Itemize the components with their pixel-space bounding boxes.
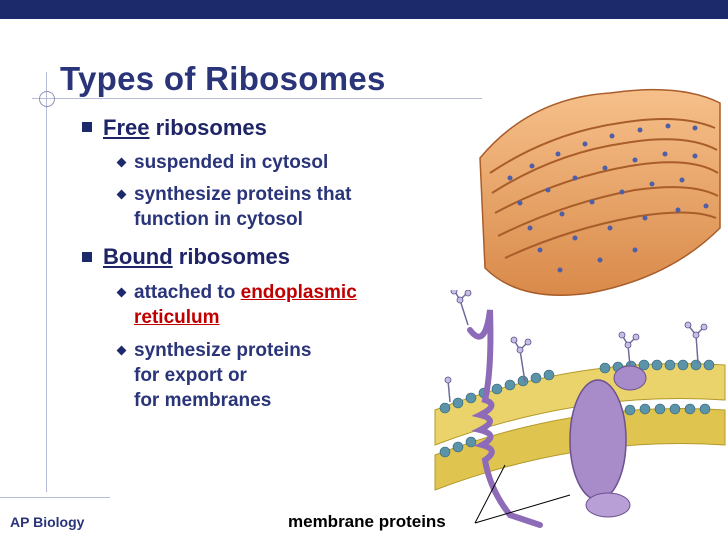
sub-text: synthesize proteins [134,340,312,361]
endoplasmic-reticulum-illustration [479,88,721,296]
crosshair-icon [39,91,55,107]
sub-text: for membranes [134,390,272,411]
footer-rule [0,497,110,498]
bound-rest: ribosomes [172,244,291,269]
bullet-diamond-icon [116,189,127,200]
bound-term: Bound [103,244,173,269]
left-rule [46,72,47,492]
page-title: Types of Ribosomes [60,60,386,97]
membrane-proteins-caption: membrane proteins [288,512,446,531]
bullet-square-icon [82,252,92,262]
sub-bullet: attached to endoplasmic reticulum [134,280,357,330]
bullet-free: Free ribosomes [103,115,267,141]
sub-text: suspended in cytosol [134,152,329,173]
cell-membrane-illustration [434,290,726,528]
bullet-bound: Bound ribosomes [103,244,290,270]
sub-text: attached to [134,282,241,303]
sub-bullet: suspended in cytosol [134,150,328,175]
er-term: endoplasmic [240,282,357,303]
sub-text: function in cytosol [134,209,303,230]
free-term: Free [103,115,150,140]
sub-text: for export or [134,365,247,386]
er-term: reticulum [134,307,220,328]
sub-text: synthesize proteins that [134,184,352,205]
sub-bullet: synthesize proteins for export or for memb… [134,338,311,413]
bullet-diamond-icon [116,287,127,298]
free-rest: ribosomes [149,115,267,140]
footer-label: AP Biology [10,514,85,530]
sub-bullet: synthesize proteins that function in cyto… [134,182,352,232]
bullet-square-icon [82,122,92,132]
bullet-diamond-icon [116,157,127,168]
bullet-diamond-icon [116,345,127,356]
title-rule [32,98,482,99]
top-bar [0,0,728,19]
